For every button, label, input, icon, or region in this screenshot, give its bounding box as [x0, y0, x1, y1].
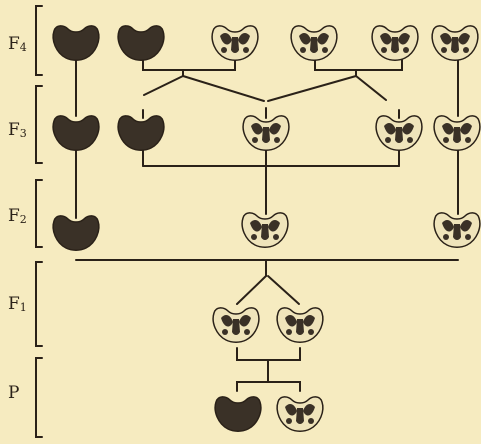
f4-left-to-f3-spot1	[182, 75, 265, 102]
individual-f1-a	[212, 307, 260, 343]
individual-f4-spot3	[371, 25, 419, 61]
individual-f3-spot1	[242, 115, 290, 151]
f4-right-to-f3-spot2	[355, 75, 387, 101]
individual-f2-mid	[241, 212, 289, 248]
individual-f2-dark	[52, 215, 100, 251]
bracket-f1	[35, 261, 43, 347]
connector-lines	[75, 57, 459, 392]
individual-p-dark	[214, 396, 262, 432]
individual-p-spot	[276, 396, 324, 432]
f1-to-f2-left	[236, 275, 267, 305]
individual-f4-dark1	[52, 25, 100, 61]
generation-label-f2: F2	[8, 206, 27, 226]
f1-to-f2-right	[267, 275, 300, 305]
generation-label-f4: F4	[8, 34, 27, 54]
individual-f4-spot2	[290, 25, 338, 61]
f4-right-bracket	[314, 59, 403, 71]
individual-f3-spot3	[433, 115, 481, 151]
generation-label-f1: F1	[8, 294, 27, 314]
f4-right-to-f3-spot1	[267, 75, 357, 102]
individual-f4-spot1	[211, 25, 259, 61]
individual-f4-dark2	[117, 25, 165, 61]
individuals	[52, 25, 481, 432]
individual-f3-dark2	[117, 115, 165, 151]
individual-f3-dark1	[52, 115, 100, 151]
bracket-f3	[35, 85, 43, 164]
bracket-f2	[35, 179, 43, 248]
individual-f1-b	[276, 307, 324, 343]
generation-label-p: P	[8, 383, 20, 403]
bracket-p	[35, 357, 43, 438]
f4-left-to-f3-dark2	[143, 75, 184, 96]
generation-label-f3: F3	[8, 120, 27, 140]
p-cross-bracket	[236, 381, 301, 392]
generation-brackets	[35, 5, 43, 438]
individual-f3-spot2	[375, 115, 423, 151]
f1-pair-bracket	[236, 347, 301, 361]
individual-f2-right	[433, 212, 481, 248]
bracket-f4	[35, 5, 43, 76]
individual-f4-spot4	[431, 25, 479, 61]
f4-left-bracket	[142, 59, 236, 71]
